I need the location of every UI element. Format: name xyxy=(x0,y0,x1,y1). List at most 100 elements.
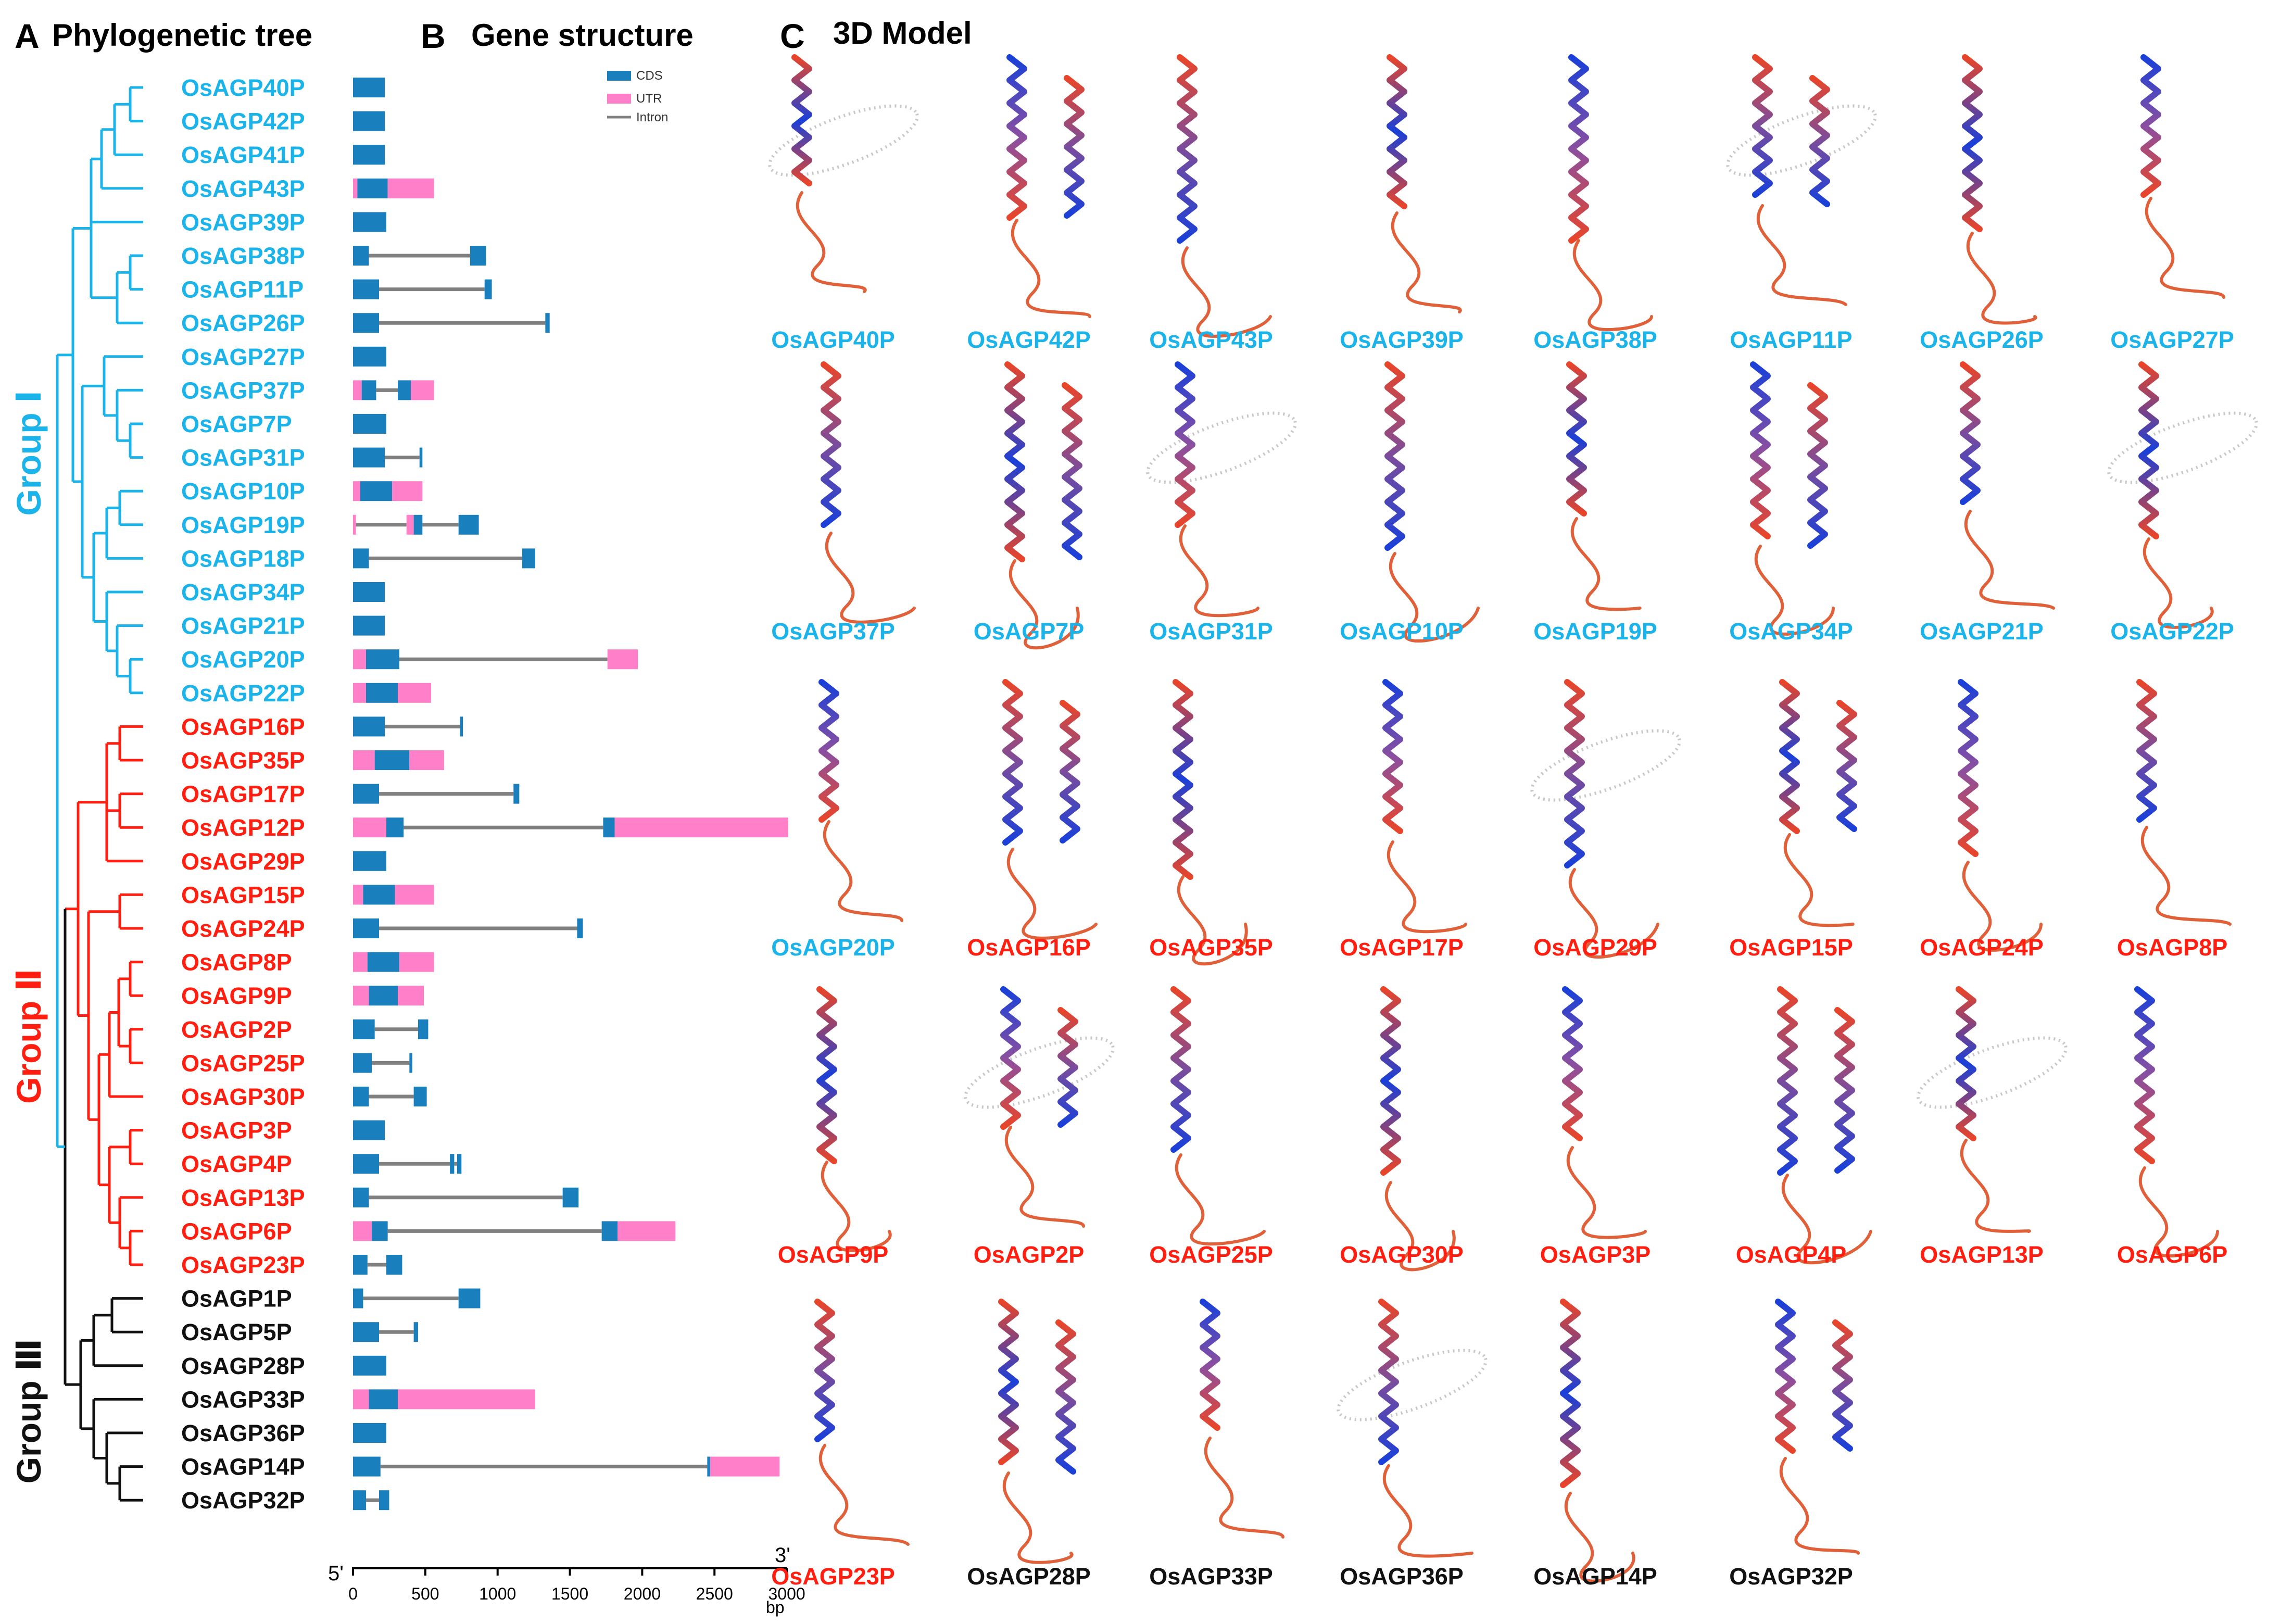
cds-segment xyxy=(353,784,379,804)
protein-model: OsAGP6P xyxy=(2117,986,2227,1268)
coil-loop xyxy=(1781,1174,1872,1265)
utr-segment xyxy=(398,683,431,703)
protein-model: OsAGP19P xyxy=(1533,361,1657,645)
leaf-label: OsAGP6P xyxy=(181,1218,292,1244)
gene-structure-row xyxy=(353,1087,427,1106)
alpha-helix xyxy=(1958,679,1979,857)
leaf-label: OsAGP4P xyxy=(181,1151,292,1177)
cds-segment xyxy=(458,514,479,535)
leaf-label: OsAGP31P xyxy=(181,445,305,471)
leaf-label: OsAGP36P xyxy=(181,1420,305,1446)
axis-tick-label: 1000 xyxy=(479,1584,516,1603)
coil-loop xyxy=(1779,1457,1860,1555)
utr-segment xyxy=(710,1456,780,1477)
cds-segment xyxy=(379,1490,389,1510)
alpha-helix xyxy=(2134,986,2155,1164)
model-label: OsAGP40P xyxy=(771,326,895,353)
alpha-helix xyxy=(1752,54,1773,198)
cds-segment xyxy=(562,1187,579,1207)
leaf-label: OsAGP3P xyxy=(181,1117,292,1144)
leaf-label: OsAGP34P xyxy=(181,579,305,606)
protein-model: OsAGP13P xyxy=(1917,986,2068,1268)
cds-segment xyxy=(353,145,385,165)
utr-segment xyxy=(614,817,788,838)
cds-segment xyxy=(450,1154,455,1174)
utr-segment xyxy=(399,952,434,972)
leaf-label: OsAGP7P xyxy=(181,411,292,437)
leaf-label: OsAGP29P xyxy=(181,848,305,875)
leaf-label: OsAGP10P xyxy=(181,478,305,505)
model-label: OsAGP16P xyxy=(967,934,1091,961)
legend-cds-label: CDS xyxy=(636,69,663,83)
alpha-helix xyxy=(1378,1299,1399,1465)
model-label: OsAGP28P xyxy=(967,1563,1091,1590)
coil-loop xyxy=(1962,861,2043,952)
cds-segment xyxy=(353,1154,379,1174)
model-label: OsAGP25P xyxy=(1149,1241,1273,1268)
model-label: OsAGP23P xyxy=(771,1563,895,1590)
cds-segment xyxy=(601,1221,618,1241)
model-label: OsAGP7P xyxy=(974,618,1085,645)
cds-segment xyxy=(353,78,385,97)
leaf-label: OsAGP24P xyxy=(181,915,305,942)
coil-loop xyxy=(1964,510,2055,610)
gene-structure-row xyxy=(353,784,520,804)
model-label: OsAGP20P xyxy=(771,934,895,961)
protein-model: OsAGP29P xyxy=(1530,679,1681,961)
gene-structure-row xyxy=(353,885,434,905)
alpha-helix xyxy=(1173,679,1193,880)
utr-segment xyxy=(353,952,368,972)
coil-loop xyxy=(2143,537,2214,629)
utr-segment xyxy=(353,683,366,703)
alpha-helix xyxy=(1750,361,1771,539)
gene-structure-row xyxy=(353,716,463,737)
cds-segment xyxy=(409,1053,412,1073)
utr-segment xyxy=(392,481,423,501)
coil-loop xyxy=(818,1444,910,1546)
alpha-helix xyxy=(791,54,812,186)
protein-model: OsAGP40P xyxy=(768,54,919,353)
cds-segment xyxy=(398,380,411,400)
panel-b-title: Gene structure xyxy=(471,18,694,53)
protein-model: OsAGP26P xyxy=(1920,54,2044,353)
cds-segment xyxy=(353,1120,385,1140)
alpha-helix xyxy=(1568,54,1589,244)
model-label: OsAGP14P xyxy=(1533,1563,1657,1590)
cds-segment xyxy=(353,1019,375,1039)
leaf-label: OsAGP25P xyxy=(181,1050,305,1076)
model-label: OsAGP3P xyxy=(1540,1241,1651,1268)
cds-segment xyxy=(413,1087,427,1106)
leaf-label: OsAGP42P xyxy=(181,108,305,135)
cds-segment xyxy=(353,548,369,569)
cds-segment xyxy=(413,514,423,535)
alpha-helix xyxy=(1566,361,1587,517)
legend-cds-swatch xyxy=(607,71,631,81)
cds-segment xyxy=(707,1456,710,1477)
leaf-label: OsAGP14P xyxy=(181,1454,305,1480)
alpha-helix xyxy=(1170,986,1191,1153)
model-label: OsAGP30P xyxy=(1340,1241,1464,1268)
protein-model: OsAGP34P xyxy=(1729,361,1853,645)
cds-segment xyxy=(353,212,386,232)
protein-model: OsAGP14P xyxy=(1533,1299,1657,1590)
alpha-helix xyxy=(1002,679,1023,846)
alpha-helix xyxy=(1560,1299,1581,1488)
cds-segment xyxy=(353,111,385,131)
gene-structure-row xyxy=(353,78,385,97)
cds-segment xyxy=(372,1221,388,1241)
model-label: OsAGP27P xyxy=(2110,326,2234,353)
alpha-helix xyxy=(1956,986,1976,1141)
axis-tick-label: 1500 xyxy=(551,1584,588,1603)
model-label: OsAGP13P xyxy=(1920,1241,2044,1268)
model-label: OsAGP36P xyxy=(1340,1563,1464,1590)
gene-structure-row xyxy=(353,1456,780,1477)
leaf-label: OsAGP8P xyxy=(181,949,292,976)
axis-tick-label: 500 xyxy=(411,1584,439,1603)
alpha-helix xyxy=(1055,1319,1076,1475)
model-label: OsAGP9P xyxy=(778,1241,889,1268)
leaf-label: OsAGP35P xyxy=(181,747,305,774)
coil-loop xyxy=(825,532,916,624)
model-label: OsAGP35P xyxy=(1149,934,1273,961)
alpha-helix xyxy=(1004,361,1025,562)
